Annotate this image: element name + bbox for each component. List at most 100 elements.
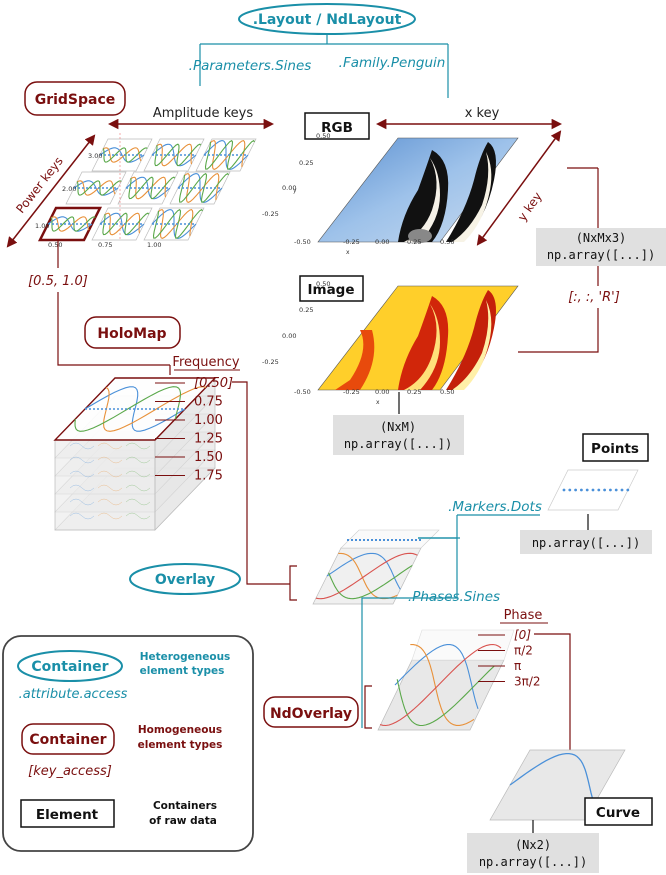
point-marker bbox=[574, 488, 577, 492]
rgb-xtick-2: 0.25 bbox=[407, 238, 421, 246]
rgb-image-plot bbox=[317, 137, 519, 243]
holomap-faint bbox=[125, 442, 151, 450]
y-key-arrow bbox=[476, 130, 562, 246]
holomap-label: HoloMap bbox=[97, 326, 166, 342]
amp-tick-1: 0.50 bbox=[48, 241, 62, 249]
points-label: Points bbox=[591, 441, 639, 457]
legend-heterogeneous-2: element types bbox=[140, 665, 225, 677]
layout-container: .Layout / NdLayout bbox=[238, 3, 416, 35]
rgb-element-box bbox=[304, 112, 370, 140]
penguin-belly-left bbox=[404, 158, 440, 242]
holomap-faint bbox=[97, 456, 123, 464]
grid-sine bbox=[128, 176, 176, 200]
point-marker bbox=[568, 488, 572, 492]
gridspace-label: GridSpace bbox=[35, 92, 116, 108]
image-shape: (NxM) bbox=[380, 420, 416, 434]
curve-data-box bbox=[467, 833, 599, 873]
holomap-faint bbox=[97, 512, 123, 520]
holomap-faint bbox=[69, 498, 95, 506]
overlay-sine bbox=[315, 552, 418, 600]
legend-raw-2: of raw data bbox=[149, 815, 217, 827]
legend-teal-ellipse bbox=[17, 650, 123, 682]
freq-value: 1.00 bbox=[194, 413, 223, 428]
legend-element-box bbox=[20, 799, 115, 828]
legend-homogeneous: Homogeneous bbox=[138, 724, 222, 736]
grid-sine bbox=[130, 176, 167, 200]
amp-tick-3: 1.00 bbox=[147, 241, 161, 249]
grid-sine bbox=[102, 212, 150, 236]
amplitude-keys-label: Amplitude keys bbox=[153, 106, 254, 121]
overlay-bracket bbox=[289, 565, 297, 601]
holomap-faint bbox=[69, 470, 95, 478]
holomap-faint bbox=[125, 484, 151, 492]
frequency-title: Frequency bbox=[172, 355, 239, 370]
holomap-faint bbox=[97, 498, 123, 506]
image-label: Image bbox=[307, 282, 354, 298]
rgb-ytick-2: 0.00 bbox=[282, 184, 296, 192]
point-marker bbox=[562, 488, 566, 492]
legend-box bbox=[2, 635, 254, 852]
grid-sine bbox=[156, 143, 193, 167]
rgb-xtick-1: 0.00 bbox=[375, 238, 389, 246]
curve-code: np.array([...]) bbox=[479, 855, 587, 869]
heat-belly-left bbox=[404, 304, 440, 390]
curve-label: Curve bbox=[596, 805, 640, 821]
legend-raw-1: Containers bbox=[153, 800, 217, 812]
rgb-index-label: [:, :, 'R'] bbox=[568, 290, 620, 305]
image-element-box bbox=[299, 275, 364, 302]
phase-value: π/2 bbox=[514, 644, 533, 658]
grid-sine bbox=[204, 139, 255, 170]
ndoverlay-floor bbox=[377, 659, 505, 731]
holomap-faint bbox=[97, 484, 123, 492]
legend-red-box bbox=[21, 723, 115, 755]
parameters-sines-label: .Parameters.Sines bbox=[189, 58, 312, 74]
overlay-top bbox=[340, 529, 440, 549]
penguin-chick bbox=[408, 229, 432, 243]
image-code: np.array([...]) bbox=[344, 437, 452, 451]
holomap-faint bbox=[69, 442, 95, 450]
grid-sine bbox=[178, 172, 229, 203]
image-ytick-0: 0.50 bbox=[316, 280, 330, 288]
holomap-faint bbox=[69, 456, 95, 464]
holomap-faint bbox=[69, 484, 95, 492]
legend-element: Element bbox=[36, 807, 99, 823]
rgb-ytick-3: -0.25 bbox=[262, 210, 279, 218]
amp-tick-2: 0.75 bbox=[98, 241, 112, 249]
ndoverlay-top bbox=[411, 629, 515, 661]
image-ytick-4: -0.50 bbox=[294, 388, 311, 396]
overlay-sine bbox=[328, 564, 413, 600]
grid-to-holomap-line bbox=[57, 292, 170, 366]
ndoverlay-bracket bbox=[364, 685, 372, 729]
image-ytick-3: -0.25 bbox=[262, 358, 279, 366]
point-marker bbox=[609, 488, 612, 492]
points-element-box bbox=[582, 433, 649, 462]
penguin-belly-right bbox=[452, 152, 492, 242]
holomap-sine bbox=[103, 386, 207, 432]
holomap-faint bbox=[69, 512, 95, 520]
legend-heterogeneous: Heterogeneous bbox=[140, 651, 231, 663]
point-marker bbox=[597, 488, 601, 492]
rgb-index-line-bottom bbox=[518, 308, 599, 353]
curve-shape: (Nx2) bbox=[515, 838, 551, 852]
grid-sine bbox=[50, 216, 90, 232]
holomap-faint bbox=[125, 498, 151, 506]
freq-value: 1.50 bbox=[194, 450, 223, 465]
gridspace-container: GridSpace bbox=[24, 81, 126, 116]
holomap-faint bbox=[97, 442, 123, 450]
holomap-faint bbox=[97, 470, 123, 478]
points-data-box bbox=[520, 530, 652, 554]
ndoverlay-box bbox=[263, 696, 359, 728]
overlay-sine bbox=[326, 552, 401, 590]
phase-to-curve-line bbox=[534, 633, 571, 750]
overlay-label: Overlay bbox=[155, 572, 215, 588]
rgb-xtick-0: -0.25 bbox=[343, 238, 360, 246]
point-marker bbox=[580, 488, 583, 492]
grid-sine bbox=[157, 208, 194, 240]
frequency-to-overlay-line bbox=[232, 381, 290, 585]
holomap-stack bbox=[53, 377, 217, 531]
point-marker bbox=[591, 488, 595, 492]
grid-sine bbox=[209, 139, 246, 171]
image-xtick-2: 0.25 bbox=[407, 388, 421, 396]
image-ytick-1: 0.25 bbox=[299, 306, 313, 314]
image-xtick-0: -0.25 bbox=[343, 388, 360, 396]
